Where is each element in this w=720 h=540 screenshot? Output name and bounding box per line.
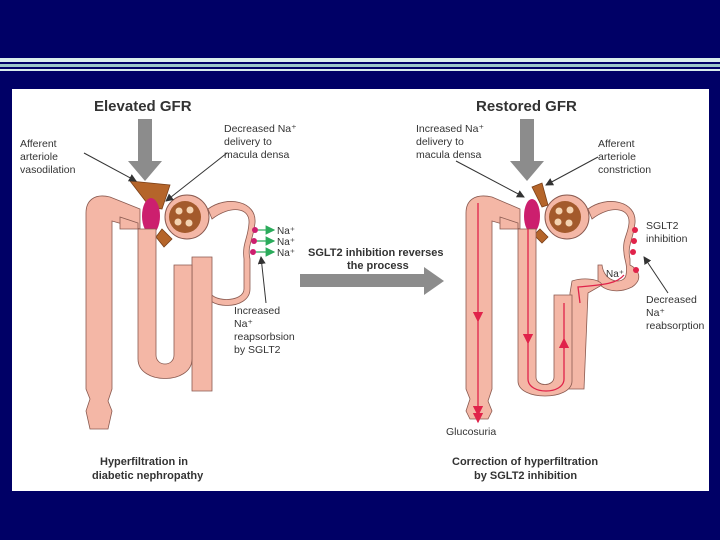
left-title: Elevated GFR bbox=[94, 98, 192, 115]
svg-text:by SGLT2 inhibition: by SGLT2 inhibition bbox=[474, 470, 577, 482]
na-label: Na⁺ bbox=[277, 248, 295, 259]
nephron-diagram: Elevated GFR Restored GFR bbox=[20, 98, 705, 482]
svg-text:vasodilation: vasodilation bbox=[20, 164, 76, 176]
svg-text:SGLT2: SGLT2 bbox=[646, 220, 679, 232]
right-gfr-arrow bbox=[510, 119, 544, 181]
sglt2-transporter bbox=[632, 227, 638, 233]
left-caption: Hyperfiltration in diabetic nephropathy bbox=[92, 456, 204, 482]
header-stripe bbox=[0, 69, 720, 71]
svg-text:reabsorption: reabsorption bbox=[646, 320, 705, 332]
svg-text:arteriole: arteriole bbox=[598, 151, 636, 163]
svg-text:Decreased Na⁺: Decreased Na⁺ bbox=[224, 123, 297, 135]
svg-text:Na⁺: Na⁺ bbox=[646, 307, 665, 319]
svg-text:by SGLT2: by SGLT2 bbox=[234, 344, 281, 356]
left-macula-label: Decreased Na⁺ delivery to macula densa bbox=[224, 123, 297, 161]
svg-text:reapsorbsion: reapsorbsion bbox=[234, 331, 295, 343]
afferent-arteriole bbox=[129, 180, 171, 210]
svg-text:inhibition: inhibition bbox=[646, 233, 688, 245]
macula-densa bbox=[524, 199, 540, 233]
glomerulus bbox=[169, 201, 201, 233]
left-reabsorption-label: Increased Na⁺ reapsorbsion by SGLT2 bbox=[234, 305, 295, 356]
sglt2-transporter bbox=[631, 238, 637, 244]
svg-text:macula densa: macula densa bbox=[416, 149, 482, 161]
right-macula-label: Increased Na⁺ delivery to macula densa bbox=[416, 123, 484, 161]
right-title: Restored GFR bbox=[476, 98, 577, 115]
right-nephron bbox=[465, 182, 640, 424]
svg-text:Hyperfiltration in: Hyperfiltration in bbox=[100, 456, 188, 468]
reversal-arrow bbox=[300, 267, 444, 295]
svg-text:diabetic nephropathy: diabetic nephropathy bbox=[92, 470, 204, 482]
right-afferent-label: Afferent arteriole constriction bbox=[598, 138, 651, 176]
right-reabsorption-label: Decreased Na⁺ reabsorption bbox=[646, 294, 705, 332]
glucosuria-label: Glucosuria bbox=[446, 426, 496, 438]
left-gfr-arrow bbox=[128, 119, 162, 181]
left-nephron bbox=[85, 180, 276, 430]
header-stripe bbox=[0, 64, 720, 67]
svg-text:Afferent: Afferent bbox=[598, 138, 635, 150]
svg-text:Na⁺: Na⁺ bbox=[234, 318, 253, 330]
svg-text:delivery to: delivery to bbox=[224, 136, 272, 148]
sglt2-transporter bbox=[250, 249, 256, 255]
left-afferent-label: Afferent arteriole vasodilation bbox=[20, 138, 76, 176]
right-sglt2-label: SGLT2 inhibition bbox=[646, 220, 688, 245]
na-label: Na⁺ bbox=[277, 226, 295, 237]
sglt2-transporter bbox=[630, 249, 636, 255]
svg-text:Afferent: Afferent bbox=[20, 138, 57, 150]
svg-text:delivery to: delivery to bbox=[416, 136, 464, 148]
sglt2-transporter bbox=[633, 267, 639, 273]
na-label: Na⁺ bbox=[277, 237, 295, 248]
reversal-label: the process bbox=[347, 260, 409, 272]
diagram-panel: Elevated GFR Restored GFR bbox=[12, 89, 709, 491]
sglt2-transporter bbox=[251, 238, 257, 244]
svg-text:Increased Na⁺: Increased Na⁺ bbox=[416, 123, 484, 135]
svg-text:Correction of hyperfiltration: Correction of hyperfiltration bbox=[452, 456, 598, 468]
sglt2-transporter bbox=[252, 227, 258, 233]
right-caption: Correction of hyperfiltration by SGLT2 i… bbox=[452, 456, 598, 482]
svg-text:Increased: Increased bbox=[234, 305, 280, 317]
svg-text:macula densa: macula densa bbox=[224, 149, 290, 161]
glomerulus bbox=[549, 201, 581, 233]
afferent-arteriole bbox=[531, 182, 549, 208]
svg-text:Decreased: Decreased bbox=[646, 294, 697, 306]
svg-text:constriction: constriction bbox=[598, 164, 651, 176]
macula-densa bbox=[142, 198, 160, 234]
header-stripe bbox=[0, 58, 720, 62]
svg-text:arteriole: arteriole bbox=[20, 151, 58, 163]
reversal-label: SGLT2 inhibition reverses bbox=[308, 247, 444, 259]
na-label: Na⁺ bbox=[606, 269, 624, 280]
